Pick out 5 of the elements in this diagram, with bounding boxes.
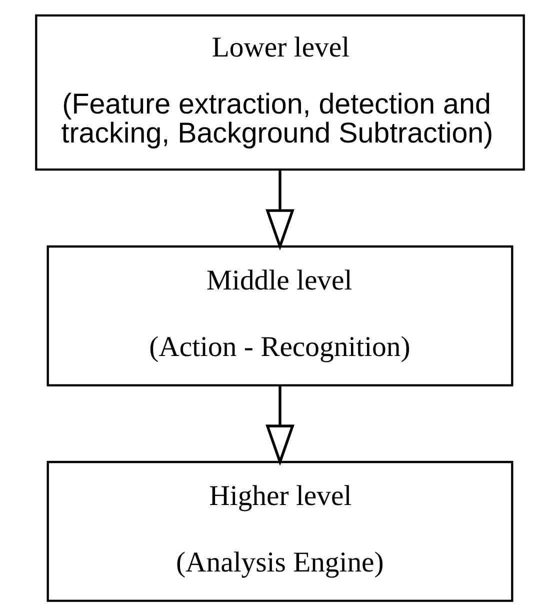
arrow [266,385,294,466]
node-box: Middle level (Action - Recognition) [46,245,514,386]
node-box: Lower level (Feature extraction, detection and tracking, Background Subtraction) [35,14,525,171]
arrow [266,170,294,250]
node-box: Higher level (Analysis Engine) [46,460,514,602]
